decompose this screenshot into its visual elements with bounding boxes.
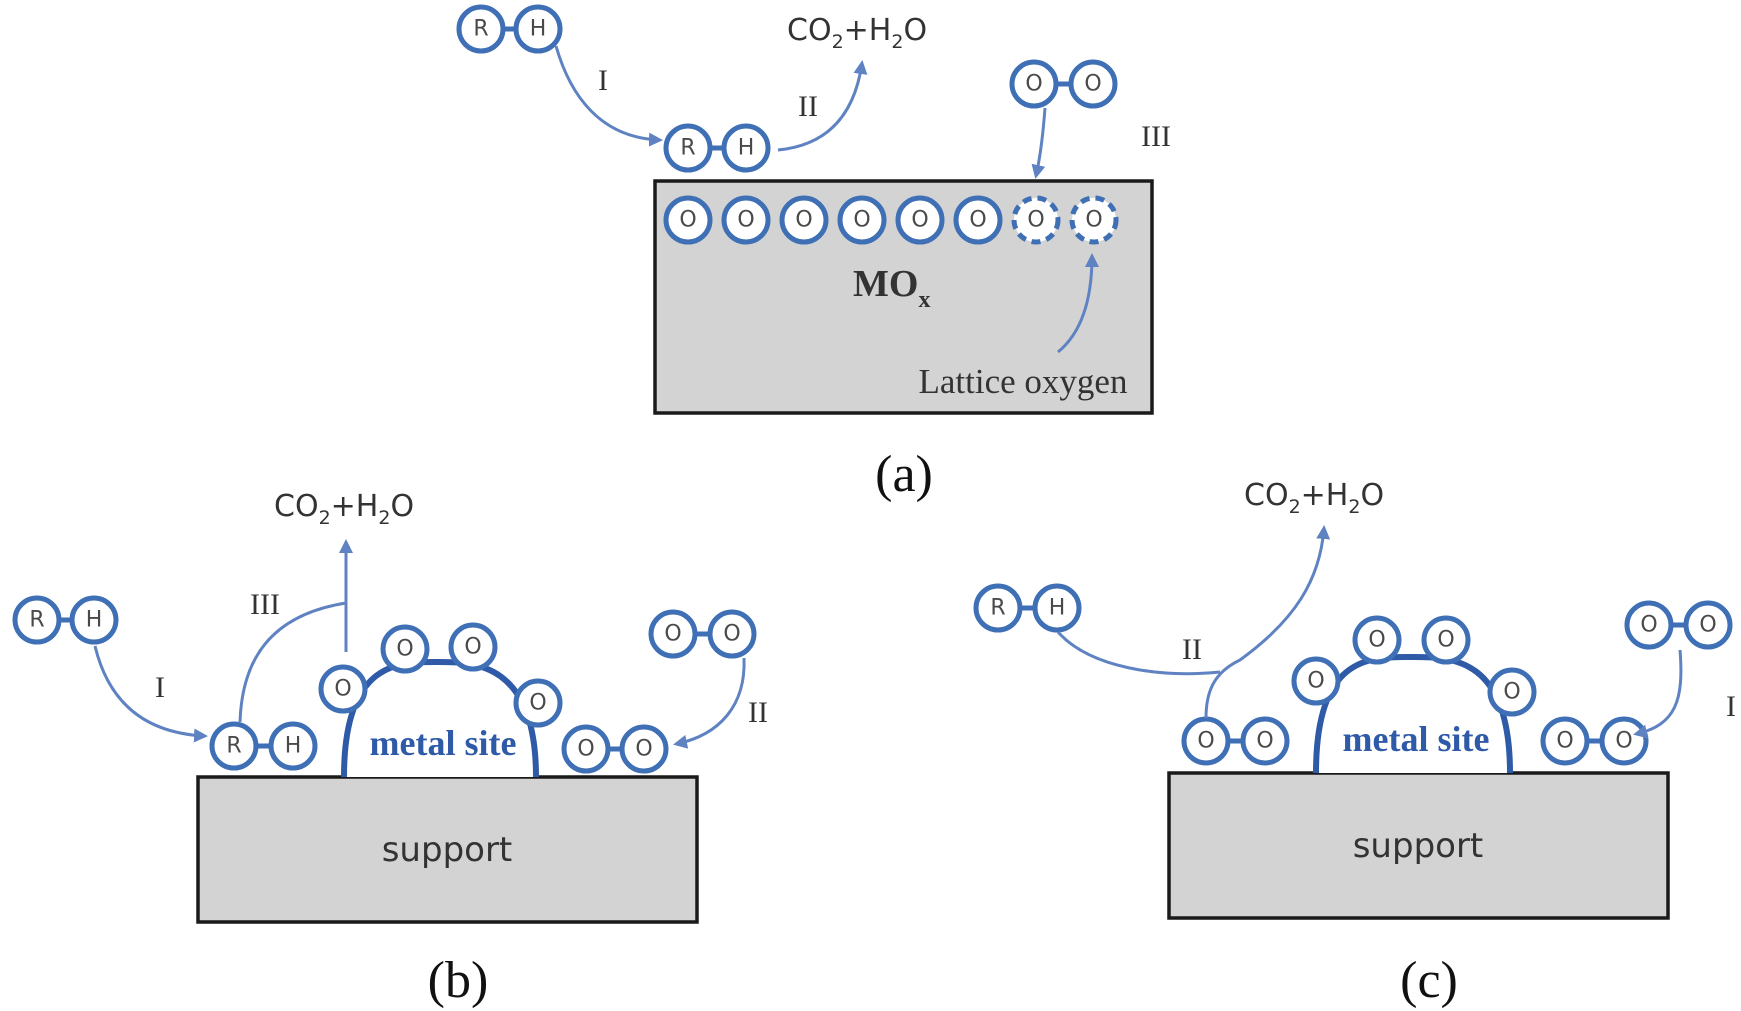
caption-a: (a): [875, 446, 933, 503]
arrow-step-2-approach: [1056, 631, 1221, 676]
oxygen-vacancy: [1011, 195, 1061, 245]
dome-oxygen-atoms: O O O O: [1291, 615, 1537, 717]
svg-text:O: O: [679, 208, 696, 233]
adsorbed-rh-molecule: R H: [663, 123, 771, 173]
adsorbed-oxygen-pair: O O: [561, 724, 669, 774]
svg-text:O: O: [1025, 72, 1042, 97]
svg-text:O: O: [396, 637, 413, 662]
adsorbed-oxygen-pair-right: O O: [1540, 716, 1649, 766]
step-label-1: I: [155, 671, 165, 704]
arrow-step-2-product: [1204, 525, 1331, 719]
arrow-step-3: [1031, 107, 1047, 179]
svg-text:O: O: [635, 737, 652, 762]
gas-rh-molecule: R H: [973, 583, 1082, 633]
lattice-oxygen-row: O O O O O O O O: [663, 195, 1119, 245]
svg-text:O: O: [1503, 680, 1520, 705]
svg-text:O: O: [737, 208, 754, 233]
dome-oxygen-atoms: O O O O: [318, 622, 563, 728]
step-label-3: III: [1141, 120, 1171, 153]
svg-text:R: R: [29, 608, 44, 633]
svg-text:R: R: [473, 17, 488, 42]
svg-text:H: H: [86, 608, 103, 633]
svg-text:O: O: [723, 622, 740, 647]
svg-text:H: H: [530, 17, 547, 42]
gas-o2-molecule: O O: [1624, 600, 1733, 650]
svg-text:O: O: [1307, 669, 1324, 694]
svg-text:R: R: [226, 734, 241, 759]
mox-label: MOx: [853, 263, 930, 313]
lattice-oxygen-label: Lattice oxygen: [919, 362, 1128, 401]
panel-c: support metal site O O O O R H O O O O: [973, 478, 1736, 1009]
atom-r: [663, 123, 713, 173]
support-label: support: [382, 830, 513, 870]
svg-text:R: R: [680, 136, 695, 161]
svg-text:H: H: [1049, 596, 1066, 621]
svg-text:O: O: [1556, 729, 1573, 754]
caption-b: (b): [428, 952, 489, 1009]
step-label-2: II: [748, 696, 768, 729]
svg-text:O: O: [1256, 729, 1273, 754]
svg-text:O: O: [853, 208, 870, 233]
gas-rh-molecule: R H: [456, 4, 563, 54]
metal-site-label: metal site: [1343, 719, 1490, 759]
svg-text:O: O: [1027, 208, 1044, 233]
atom-o: [1009, 59, 1059, 109]
arrow-step-1: [93, 645, 208, 743]
step-label-1: I: [1726, 690, 1736, 723]
panel-a: R H R H O O O O O O O O O O: [456, 4, 1171, 503]
svg-text:O: O: [1085, 208, 1102, 233]
adsorbed-oxygen-pair-left: O O: [1181, 716, 1290, 766]
svg-text:O: O: [911, 208, 928, 233]
step-label-2: II: [798, 90, 818, 123]
arrow-step-2: [777, 60, 868, 152]
support-block: [196, 775, 699, 924]
atom-h: [513, 4, 563, 54]
arrow-step-1: [554, 45, 663, 147]
svg-text:O: O: [1084, 72, 1101, 97]
atom-o: [1068, 59, 1118, 109]
step-label-1: I: [598, 64, 608, 97]
gas-o2-molecule: O O: [648, 609, 757, 659]
product-co2-h2o: CO2+H2O: [787, 13, 927, 53]
step-label-3: III: [250, 588, 280, 621]
support-block: [1167, 771, 1670, 920]
arrow-step-2: [673, 657, 746, 749]
svg-text:H: H: [285, 734, 302, 759]
svg-text:O: O: [464, 635, 481, 660]
svg-text:R: R: [990, 596, 1005, 621]
panel-b: support metal site O O O O R H R H O O: [12, 489, 768, 1009]
svg-text:O: O: [529, 691, 546, 716]
product-co2-h2o: CO2+H2O: [1244, 478, 1384, 518]
svg-text:O: O: [1368, 628, 1385, 653]
caption-c: (c): [1400, 952, 1458, 1009]
svg-text:O: O: [795, 208, 812, 233]
gas-rh-molecule: R H: [12, 595, 119, 645]
svg-text:O: O: [1437, 628, 1454, 653]
arrow-step-1: [1633, 649, 1683, 739]
svg-text:H: H: [738, 136, 755, 161]
svg-text:O: O: [334, 677, 351, 702]
svg-text:O: O: [1615, 729, 1632, 754]
product-co2-h2o: CO2+H2O: [274, 489, 414, 529]
svg-text:O: O: [1640, 613, 1657, 638]
support-label: support: [1353, 826, 1484, 866]
svg-text:O: O: [1197, 729, 1214, 754]
arrow-lattice-oxygen: [1057, 253, 1099, 354]
gas-o2-molecule: O O: [1009, 59, 1118, 109]
metal-site-label: metal site: [370, 723, 517, 763]
atom-r: [456, 4, 506, 54]
oxygen-vacancy: [1069, 195, 1119, 245]
step-label-2: II: [1182, 633, 1202, 666]
adsorbed-rh-molecule: R H: [209, 721, 318, 771]
svg-text:O: O: [664, 622, 681, 647]
svg-text:O: O: [577, 737, 594, 762]
svg-text:O: O: [969, 208, 986, 233]
arrow-step-3-left: [238, 601, 347, 723]
svg-text:O: O: [1699, 613, 1716, 638]
atom-h: [721, 123, 771, 173]
